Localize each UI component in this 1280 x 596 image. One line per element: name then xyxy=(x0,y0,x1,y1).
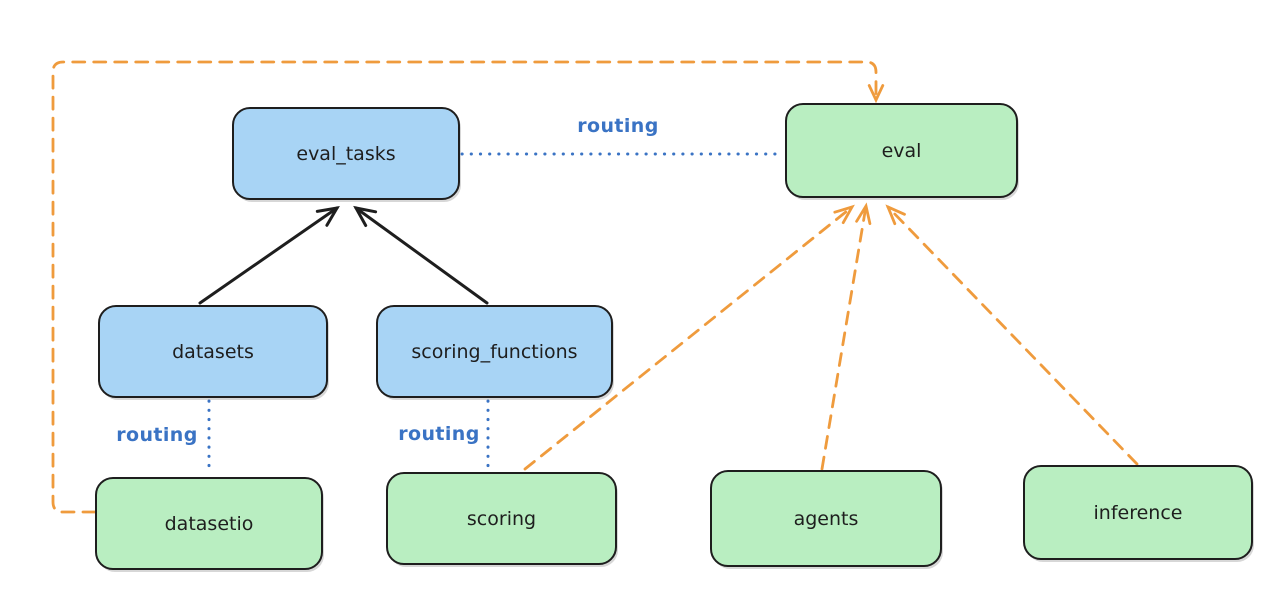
edge-scoring-to-eval xyxy=(523,205,854,471)
node-agents-label: agents xyxy=(793,507,859,530)
edge-label-routing-scoring-functions-scoring: routing xyxy=(398,423,480,445)
arrowhead-scoring-functions-to-eval-tasks xyxy=(353,205,378,227)
node-scoring-functions-label: scoring_functions xyxy=(411,340,578,363)
edge-datasetio-to-eval-loop xyxy=(51,60,878,514)
node-inference: inference xyxy=(1023,465,1253,560)
node-datasets-label: datasets xyxy=(172,340,254,363)
node-inference-label: inference xyxy=(1093,501,1183,524)
node-datasetio-label: datasetio xyxy=(164,512,254,535)
arrowhead-scoring-to-eval xyxy=(833,204,855,225)
arrowhead-datasetio-to-eval xyxy=(867,84,885,104)
node-scoring: scoring xyxy=(386,472,617,565)
edge-label-routing-datasets-datasetio: routing xyxy=(116,424,198,446)
node-datasetio: datasetio xyxy=(95,477,323,570)
node-agents: agents xyxy=(710,470,942,567)
node-datasets: datasets xyxy=(98,305,328,398)
node-eval: eval xyxy=(785,103,1018,198)
edge-inference-to-eval xyxy=(886,205,1139,466)
node-eval-tasks: eval_tasks xyxy=(232,107,460,200)
node-scoring-label: scoring xyxy=(466,507,537,530)
arrowhead-datasets-to-eval-tasks xyxy=(315,205,340,227)
node-eval-tasks-label: eval_tasks xyxy=(296,142,396,165)
arrowhead-agents-to-eval xyxy=(855,202,872,225)
edge-scoring-functions-to-eval-tasks xyxy=(354,206,489,305)
arrowhead-inference-to-eval xyxy=(885,204,906,226)
edge-datasets-to-eval-tasks xyxy=(198,206,339,305)
node-eval-label: eval xyxy=(881,139,922,162)
node-scoring-functions: scoring_functions xyxy=(376,305,613,398)
edge-label-routing-eval-tasks-eval: routing xyxy=(577,115,659,137)
edge-agents-to-eval xyxy=(820,204,868,471)
